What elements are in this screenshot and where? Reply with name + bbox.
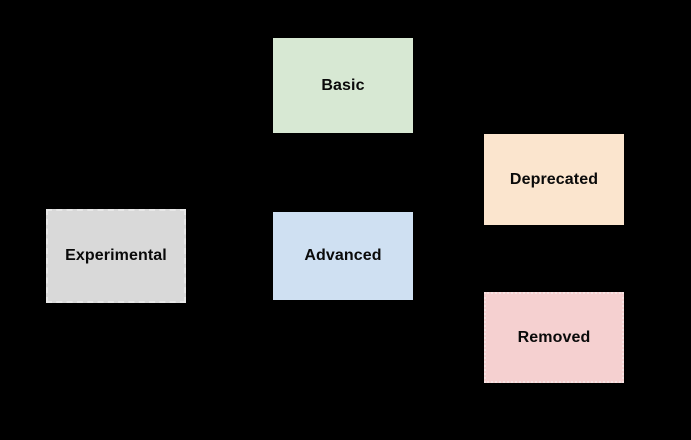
node-removed-label: Removed — [517, 328, 591, 346]
node-deprecated-label: Deprecated — [509, 170, 599, 188]
node-basic[interactable]: Basic — [273, 38, 413, 133]
node-advanced-label: Advanced — [304, 247, 382, 264]
node-advanced[interactable]: Advanced — [273, 212, 413, 300]
node-experimental[interactable]: Experimental — [46, 209, 186, 303]
node-deprecated[interactable]: Deprecated — [484, 134, 624, 225]
node-removed[interactable]: Removed — [484, 292, 624, 383]
node-experimental-label: Experimental — [65, 247, 167, 264]
node-basic-label: Basic — [321, 76, 365, 94]
